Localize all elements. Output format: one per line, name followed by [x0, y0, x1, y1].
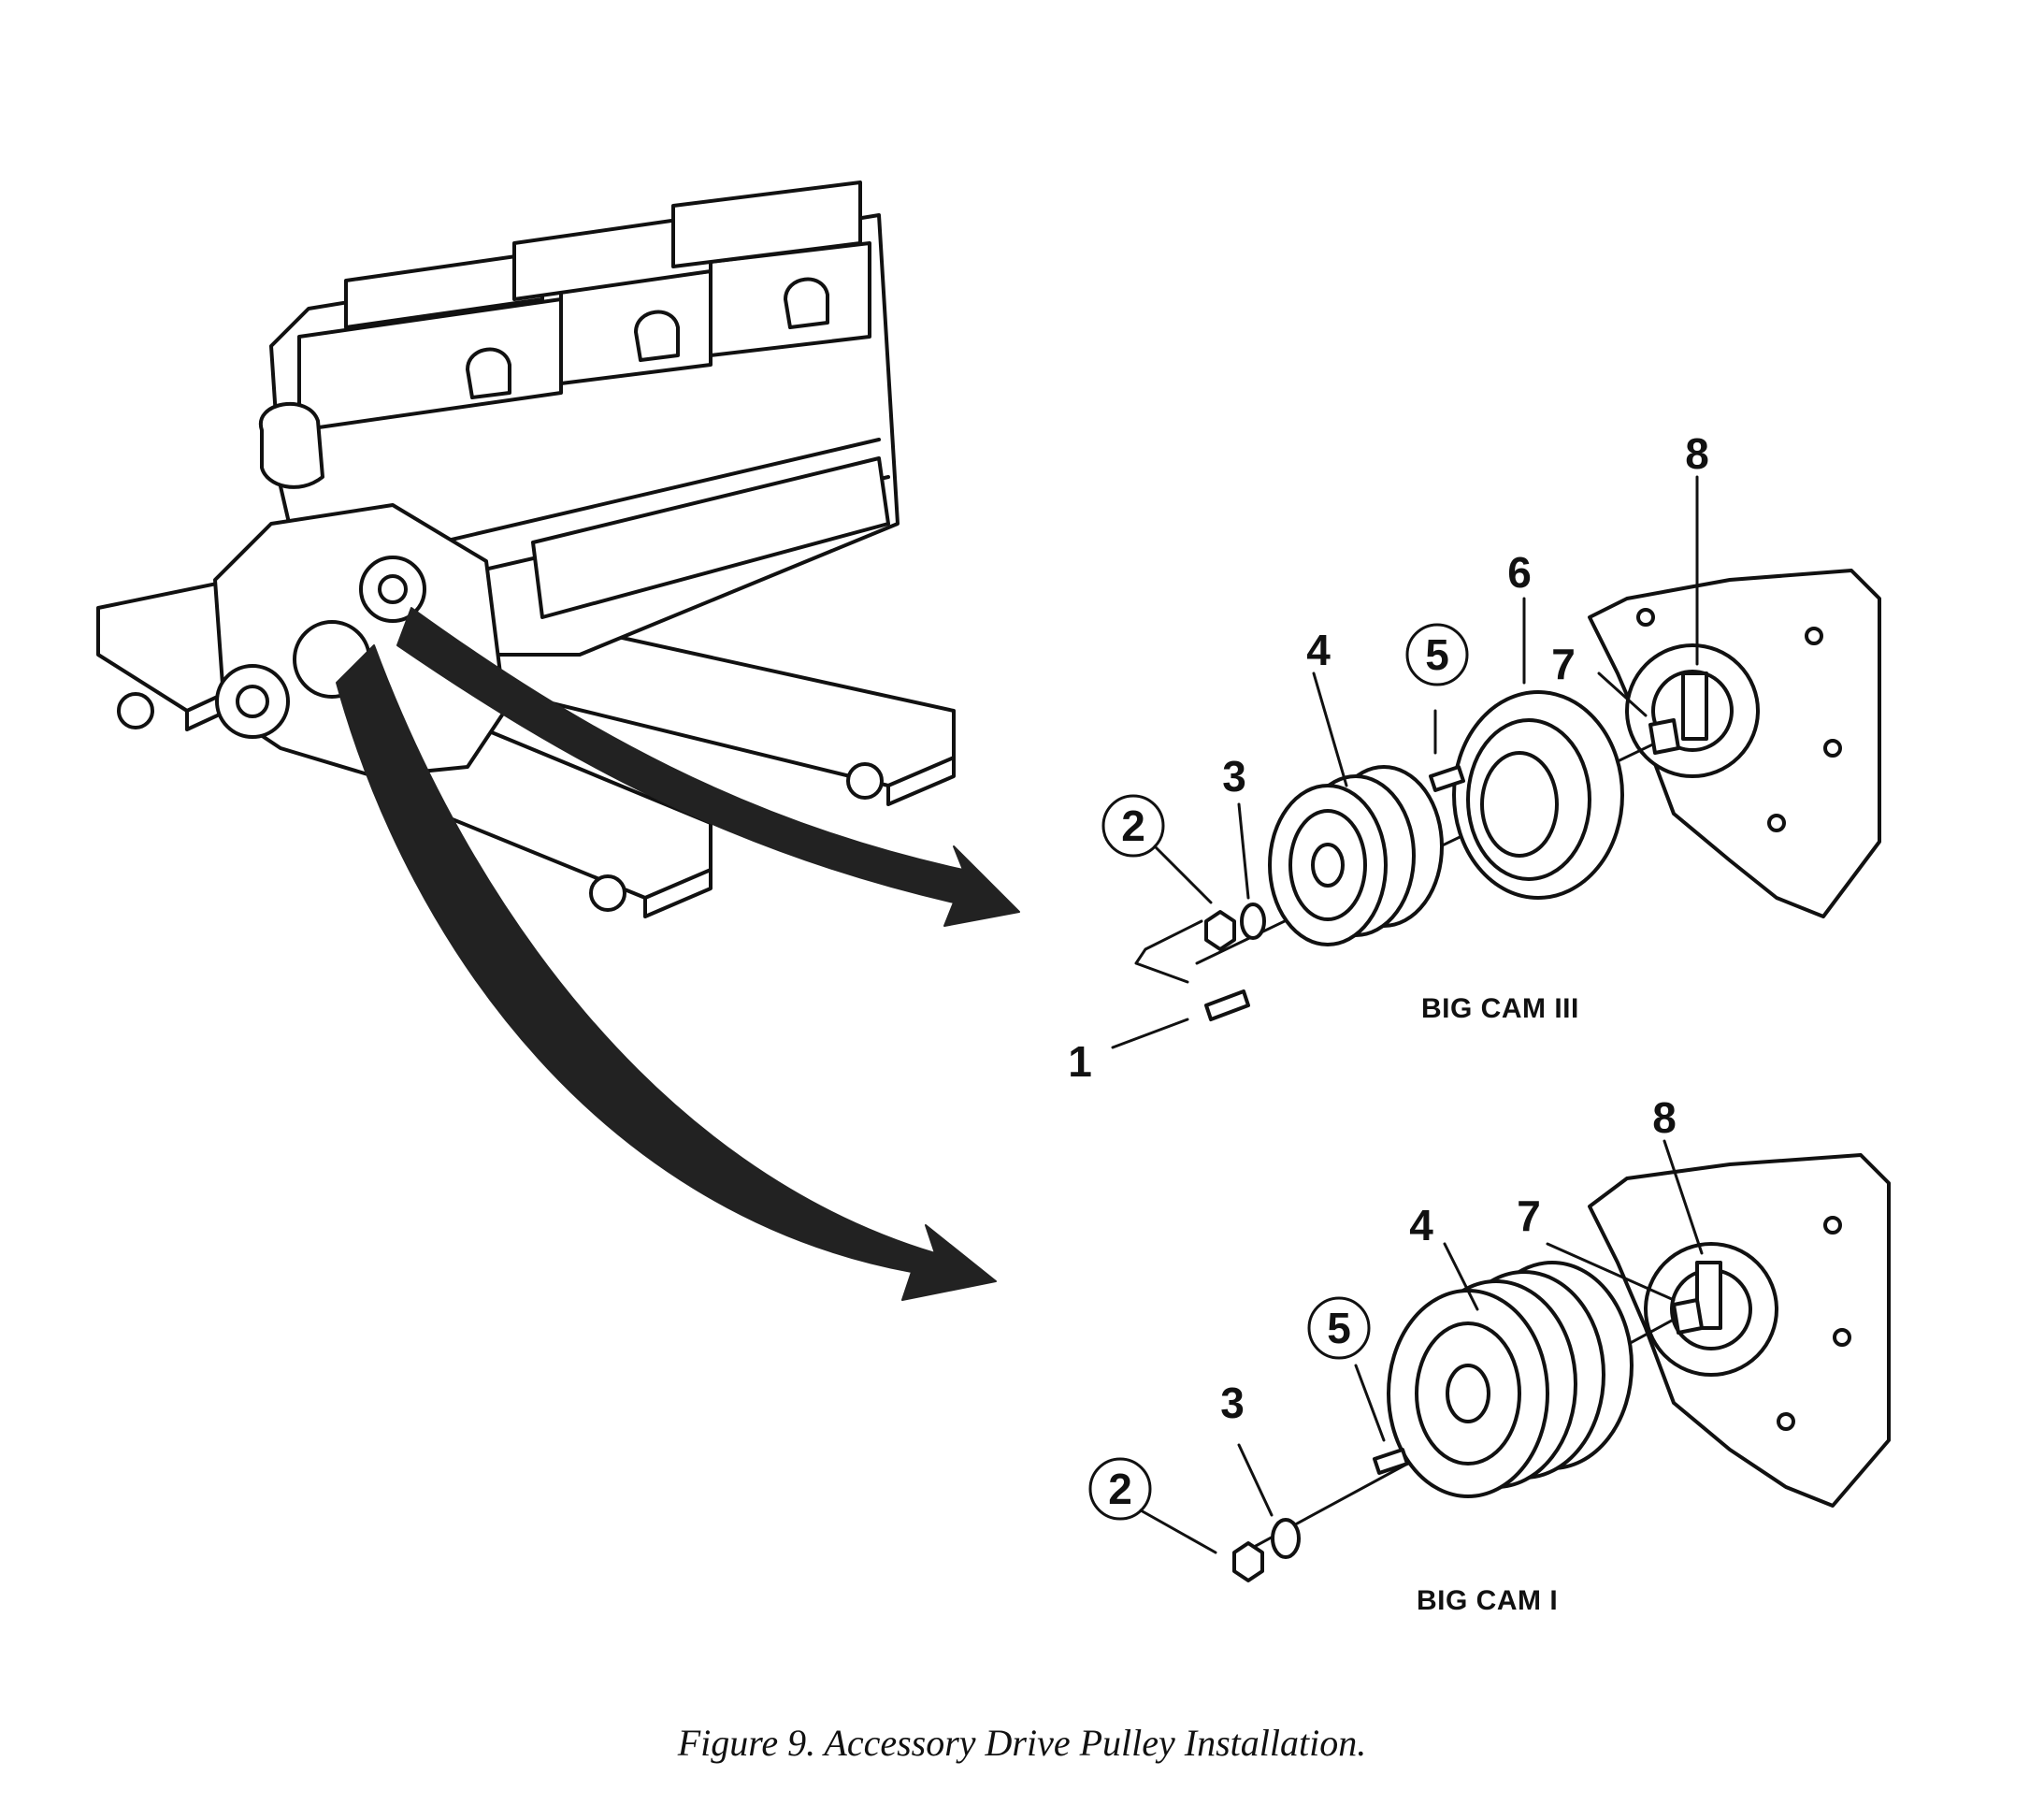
part-7-upper: [1648, 718, 1680, 755]
callout-4-lower: 4: [1409, 1201, 1433, 1249]
variant-label-big-cam-iii: BIG CAM III: [1421, 993, 1579, 1024]
part-2-nut-upper: [1204, 910, 1236, 951]
callout-8-upper: 8: [1685, 429, 1709, 478]
part-3-washer-upper: [1240, 902, 1266, 940]
callout-3-upper: 3: [1222, 752, 1246, 801]
direction-arrows: [336, 607, 1020, 1301]
big-cam-iii-assembly: [1134, 569, 1881, 1021]
big-cam-i-assembly: [1232, 1153, 1891, 1582]
callout-5-lower: 5: [1327, 1304, 1351, 1352]
variant-label-big-cam-i: BIG CAM I: [1417, 1585, 1559, 1616]
callout-6-upper: 6: [1507, 548, 1532, 597]
callout-5-upper: 5: [1425, 630, 1449, 679]
part-2-nut-lower: [1232, 1541, 1264, 1582]
engine-assembly: [96, 180, 956, 918]
cylinder-heads: [297, 180, 871, 432]
callout-2-lower: 2: [1108, 1465, 1132, 1513]
callout-2-upper: 2: [1121, 801, 1145, 850]
part-1-stud: [1204, 989, 1250, 1021]
callout-7-lower: 7: [1517, 1191, 1541, 1240]
arrow-to-big-cam-iii: [396, 607, 1020, 927]
part-5-key-upper: [1429, 765, 1465, 792]
leader-lines: [1111, 475, 1704, 1554]
callout-4-upper: 4: [1306, 626, 1331, 674]
part-5-key-lower: [1373, 1448, 1409, 1475]
callout-circles: [1088, 623, 1469, 1521]
callout-1-upper: 1: [1068, 1037, 1092, 1086]
figure-caption: Figure 9. Accessory Drive Pulley Install…: [677, 1722, 1367, 1764]
callout-8-lower: 8: [1652, 1093, 1677, 1142]
callout-3-lower: 3: [1220, 1379, 1245, 1427]
part-8-upper: [1681, 671, 1708, 741]
callout-7-upper: 7: [1551, 640, 1576, 688]
part-3-washer-lower: [1271, 1518, 1301, 1559]
part-7-lower: [1672, 1298, 1704, 1335]
part-4-pulley-upper: [1268, 784, 1388, 946]
arrow-to-big-cam-i: [336, 644, 997, 1301]
